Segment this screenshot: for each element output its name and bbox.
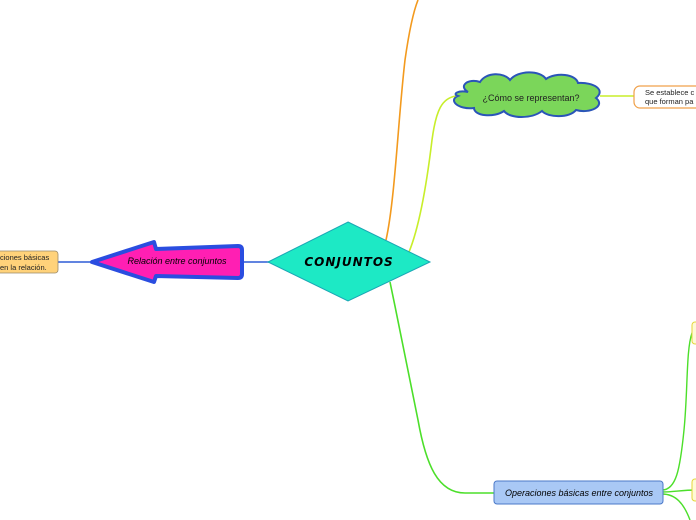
branch-operations-child-3 (661, 493, 691, 520)
branch-orange (385, 0, 419, 241)
operations-child-stub-2[interactable] (691, 478, 696, 502)
branch-representation (408, 95, 457, 253)
branch-operations-child-1 (661, 332, 696, 491)
topic-relation[interactable]: Relación entre conjuntos (90, 240, 244, 284)
topic-representation[interactable]: ¿Cómo se representan? (453, 71, 601, 118)
central-topic[interactable]: CONJUNTOS (266, 221, 432, 302)
operations-child-stub-1[interactable] (691, 321, 696, 345)
topic-relation-label: Relación entre conjuntos (127, 256, 227, 266)
note-relation-line-1: ciones básicas (0, 253, 49, 262)
topic-operations[interactable]: Operaciones básicas entre conjuntos (493, 480, 664, 505)
note-representation-line-2: que forman pa (645, 97, 694, 106)
topic-operations-label: Operaciones básicas entre conjuntos (505, 488, 654, 498)
topic-representation-label: ¿Cómo se representan? (482, 93, 579, 103)
note-relation-line-2: en la relación. (0, 263, 47, 272)
note-relation[interactable]: ciones básicas en la relación. (0, 250, 59, 274)
branch-operations-child-2 (661, 489, 696, 493)
note-representation[interactable]: Se establece c que forman pa (633, 85, 696, 109)
branch-operations (389, 281, 494, 494)
central-topic-label: CONJUNTOS (304, 255, 393, 269)
note-representation-line-1: Se establece c (645, 88, 694, 97)
